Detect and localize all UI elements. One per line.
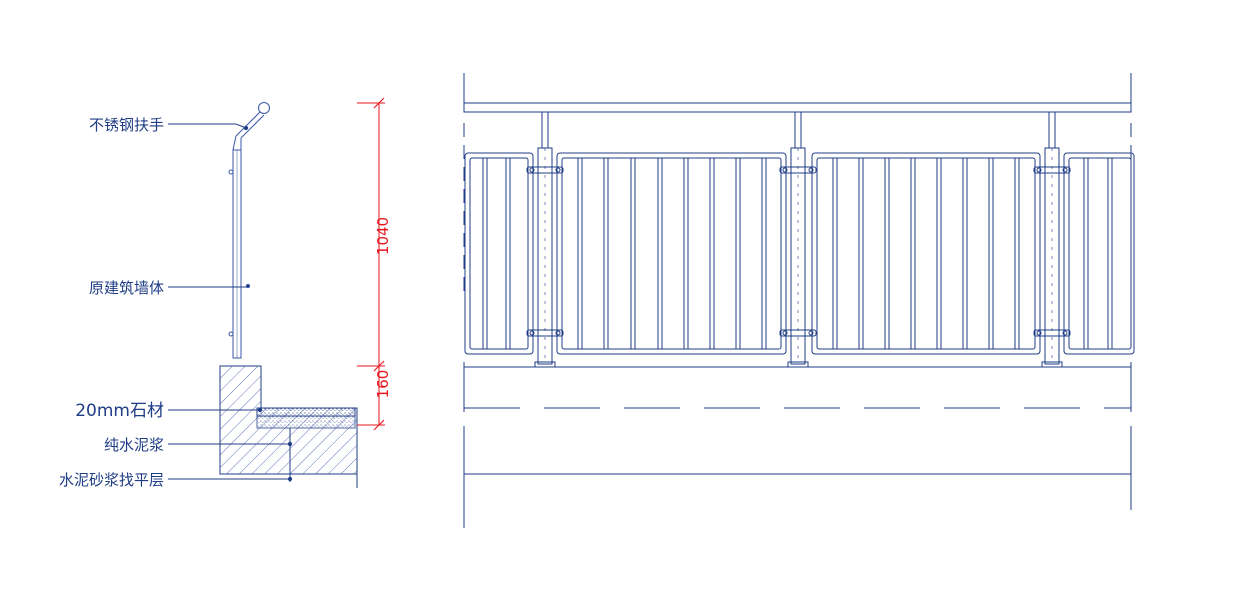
- label-wall: 原建筑墙体: [89, 279, 164, 297]
- dim-curb-height: 160: [374, 370, 392, 399]
- dim-railing-height: 1040: [374, 217, 392, 255]
- elevation: [463, 73, 1135, 528]
- panel-right: [811, 152, 1041, 355]
- panel-left: [464, 152, 534, 355]
- dimension-lines: [357, 97, 385, 431]
- leader-lines: [168, 123, 293, 482]
- elevation-posts: [526, 112, 1071, 368]
- section-detail: [219, 102, 358, 488]
- screed-layer: [256, 415, 356, 429]
- stone-layer: [256, 407, 356, 417]
- elevation-post: [779, 112, 817, 368]
- label-screed: 水泥砂浆找平层: [59, 471, 164, 489]
- panel-edge: [1063, 152, 1135, 355]
- label-handrail: 不锈钢扶手: [89, 116, 164, 134]
- handrail-ball: [258, 102, 270, 114]
- elevation-post: [1033, 112, 1071, 368]
- elevation-post: [526, 112, 564, 368]
- panel-center: [556, 152, 787, 355]
- label-stone: 20mm石材: [75, 401, 164, 421]
- balusters: [577, 158, 1113, 349]
- elevation-handrail: [463, 102, 1132, 113]
- railing-post: [228, 149, 251, 359]
- label-cement-paste: 纯水泥浆: [104, 436, 164, 454]
- handrail-bar: [232, 111, 265, 151]
